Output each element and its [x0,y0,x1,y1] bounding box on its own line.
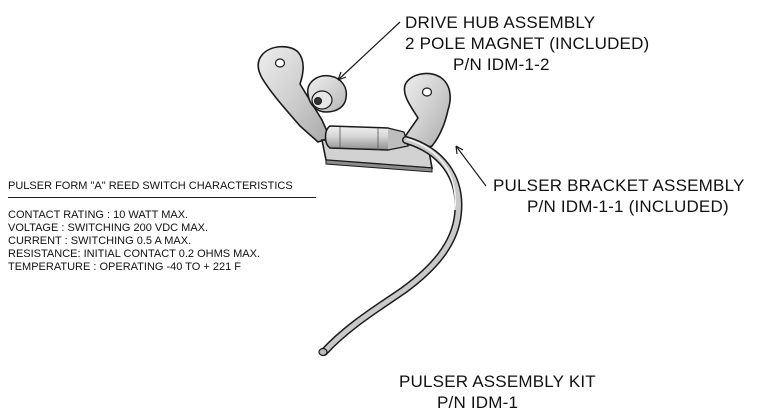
drive-hub-callout-line-2: 2 POLE MAGNET (INCLUDED) [405,34,650,53]
pulser-bracket [257,45,451,173]
reed-switch-specs: PULSER FORM "A" REED SWITCH CHARACTERIST… [8,180,316,274]
pulser-bracket-callout-line-2: P/N IDM-1-1 (INCLUDED) [527,197,729,216]
spec-voltage: VOLTAGE : SWITCHING 200 VDC MAX. [8,222,209,234]
set-screw [314,97,322,105]
bracket-left-hole [274,58,286,68]
drive-hub-callout-line-3: P/N IDM-1-2 [453,55,550,74]
leader-pulser-bracket-arrow [455,145,464,155]
pulser-bracket-callout-line-1: PULSER BRACKET ASSEMBLY [493,176,745,195]
drive-hub [307,74,348,113]
spec-temperature: TEMPERATURE : OPERATING -40 TO + 221 F [8,261,241,273]
reed-switch-sleeve [324,125,394,151]
specs-title: PULSER FORM "A" REED SWITCH CHARACTERIST… [8,180,316,198]
drive-hub-callout: DRIVE HUB ASSEMBLY 2 POLE MAGNET (INCLUD… [405,12,649,75]
kit-title: PULSER ASSEMBLY KIT P/N IDM-1 [399,371,596,413]
spec-contact-rating: CONTACT RATING : 10 WATT MAX. [8,209,189,221]
bracket-right-ear [402,72,451,151]
pulser-bracket-callout: PULSER BRACKET ASSEMBLY P/N IDM-1-1 (INC… [493,175,745,217]
spec-current: CURRENT : SWITCHING 0.5 A MAX. [8,235,192,247]
spec-resistance: RESISTANCE: INITIAL CONTACT 0.2 OHMS MAX… [8,248,261,260]
kit-title-line-1: PULSER ASSEMBLY KIT [399,372,596,391]
leader-lines [337,21,487,187]
cable-end [318,347,328,357]
leader-drive-hub-arrow [337,71,347,81]
kit-title-line-2: P/N IDM-1 [437,393,519,412]
pulser-cable [318,136,463,357]
drive-hub-callout-line-1: DRIVE HUB ASSEMBLY [405,13,596,32]
leader-drive-hub [337,21,401,81]
bracket-right-hole [421,87,433,97]
leader-pulser-bracket [455,145,487,187]
